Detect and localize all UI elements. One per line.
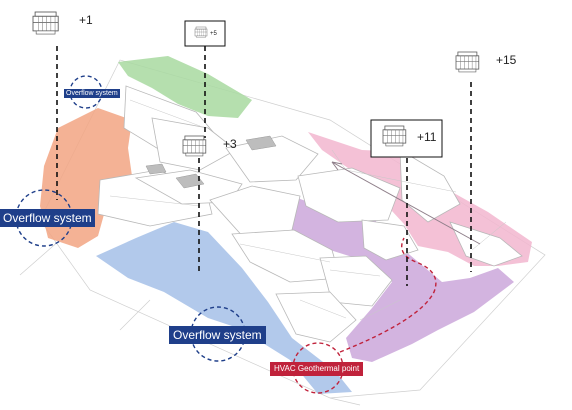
level-label-center: +3	[223, 137, 237, 151]
circular-tower-icon	[194, 26, 208, 38]
zone-purple	[252, 192, 514, 362]
level-label-top-left: +1	[79, 13, 93, 27]
circular-tower-icon	[32, 11, 59, 35]
hvac-label: HVAC Geothermal point	[270, 362, 364, 376]
level-label-top-mid: +5	[210, 31, 217, 37]
circular-tower-icon	[182, 135, 207, 157]
overflow-label-bottom: Overflow system	[169, 326, 266, 344]
overflow-label-small: Overflow system	[64, 89, 120, 98]
level-label-far-right: +15	[496, 53, 517, 67]
leader-lines	[56, 46, 472, 286]
building-masses	[97, 85, 523, 343]
circular-tower-icon	[455, 51, 480, 73]
circular-tower-icon	[382, 125, 407, 147]
level-label-right: +11	[417, 130, 437, 144]
zone-green	[118, 56, 252, 118]
zone-blue	[96, 222, 352, 394]
pink-zone-arrow	[331, 161, 481, 245]
hvac-connection-path	[339, 237, 437, 353]
roof-panels	[145, 135, 277, 189]
overflow-label-left: Overflow system	[0, 209, 95, 227]
